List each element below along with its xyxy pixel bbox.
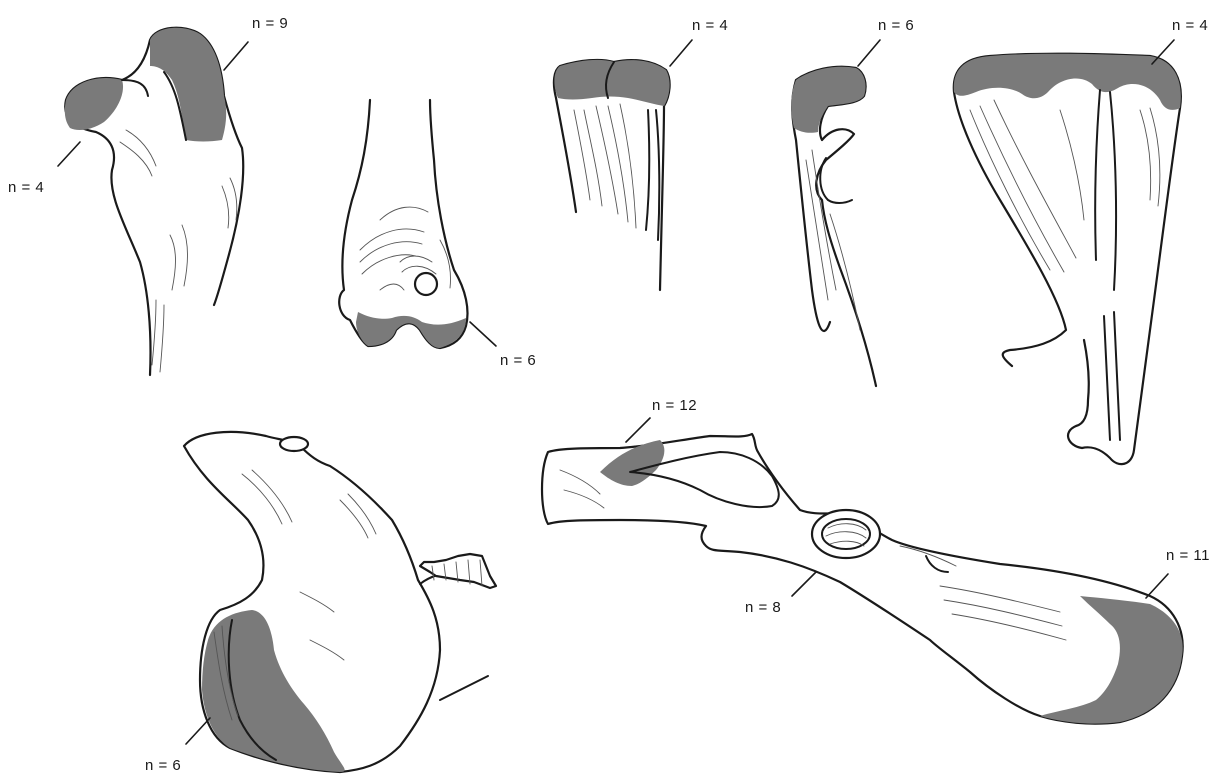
label-femur-trochanter: n = 6 — [145, 757, 181, 774]
label-humerus-tubercle: n = 4 — [8, 179, 44, 196]
label-proximal-radius: n = 4 — [692, 17, 728, 34]
proximal-humerus — [65, 28, 243, 375]
leader-femur-trochanter — [186, 718, 210, 744]
leader-ischium — [1146, 574, 1168, 598]
proximal-radius — [554, 60, 670, 290]
leader-proximal-radius — [670, 40, 692, 66]
label-distal-humerus: n = 6 — [500, 352, 536, 369]
pelvis — [542, 434, 1183, 724]
label-scapula: n = 4 — [1172, 17, 1208, 34]
label-humerus-head: n = 9 — [252, 15, 288, 32]
leader-distal-humerus — [470, 322, 496, 346]
label-proximal-ulna: n = 6 — [878, 17, 914, 34]
label-ischium: n = 11 — [1166, 547, 1210, 564]
scapula — [954, 54, 1181, 464]
leader-acetabulum — [792, 572, 816, 596]
leader-ilium-crest — [626, 418, 650, 442]
proximal-femur — [184, 432, 496, 772]
leader-humerus-head — [224, 42, 248, 70]
leader-proximal-ulna — [858, 40, 880, 66]
proximal-ulna-lesion — [791, 67, 865, 133]
distal-humerus — [339, 100, 467, 348]
proximal-ulna — [791, 67, 876, 386]
leader-humerus-tubercle — [58, 142, 80, 166]
label-ilium-crest: n = 12 — [652, 397, 697, 414]
label-acetabulum: n = 8 — [745, 599, 781, 616]
